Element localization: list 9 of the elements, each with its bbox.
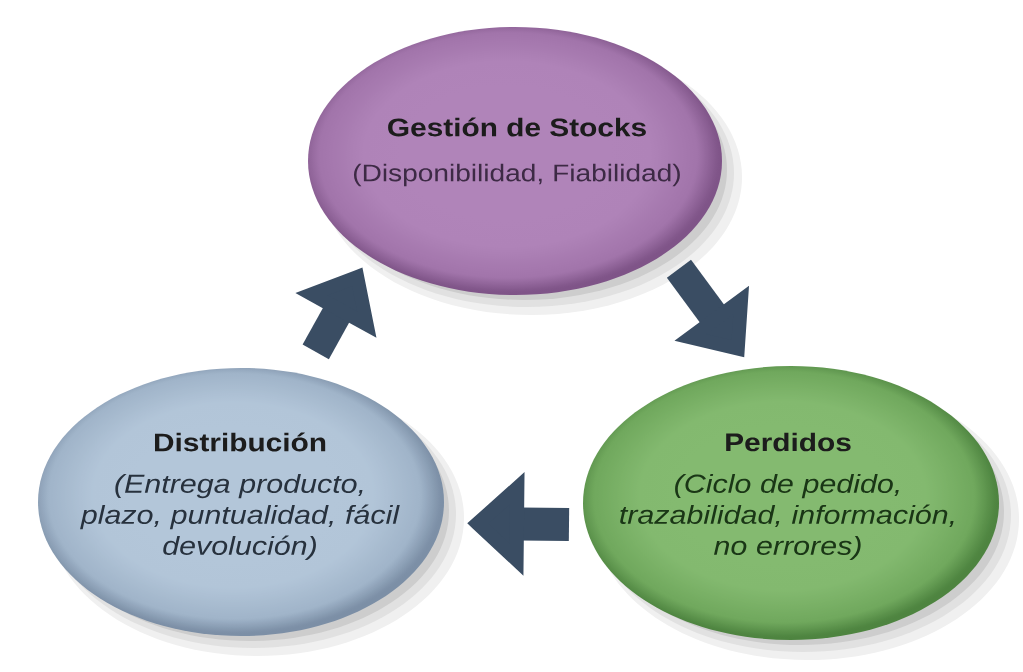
heading: Distribución: [155, 432, 326, 452]
description: (Ciclo de pedido, trazabilidad, información, no errores): [620, 473, 954, 561]
ellipse-node: [583, 366, 1019, 660]
heading: Gestión de Stocks: [388, 117, 646, 137]
heading: Perdidos: [726, 432, 851, 452]
ellipse-node: [308, 27, 742, 315]
description: (Entrega producto, plazo, puntualidad, fácil devolución): [80, 473, 400, 561]
description: (Disponibilidad, Fiabilidad): [354, 163, 680, 187]
ellipse-node: [38, 368, 464, 656]
